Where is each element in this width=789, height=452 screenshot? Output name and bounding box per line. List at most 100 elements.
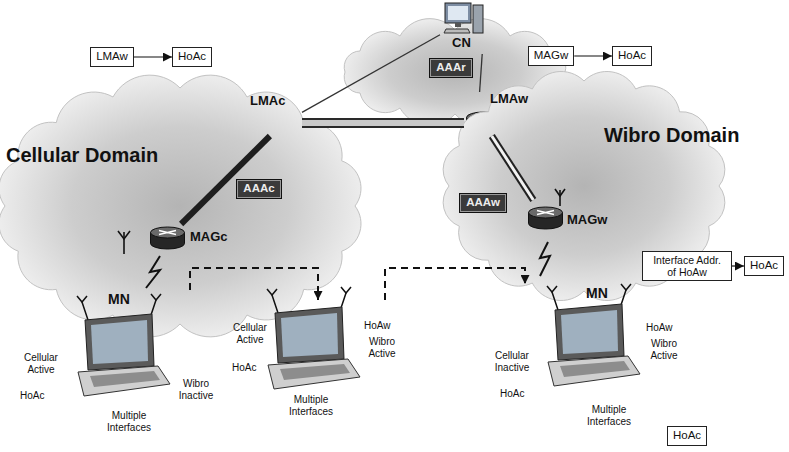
- connector-line: [480, 54, 483, 92]
- laptop-keyboard: [280, 364, 350, 380]
- laptop-icon: [70, 312, 170, 398]
- router-node: MAGw: [526, 200, 618, 240]
- wireless-link: [540, 242, 550, 276]
- node-label: AAAw: [466, 196, 500, 209]
- monitor-stand: [455, 23, 461, 27]
- antenna-head: [621, 284, 631, 290]
- connector: [134, 57, 172, 58]
- node-label: MAGc: [190, 230, 228, 245]
- laptop-icon: [540, 302, 640, 388]
- router-node: MAGc: [148, 224, 235, 252]
- node-label: Multiple Interfaces: [98, 410, 160, 433]
- antenna-mast: [272, 295, 278, 313]
- connector: [302, 35, 440, 113]
- connector-line: [190, 268, 318, 300]
- node-label: Wibro Inactive: [172, 378, 220, 401]
- laptop-base: [78, 366, 170, 396]
- node-label: AAAr: [436, 61, 465, 74]
- connector-line: [181, 136, 270, 224]
- router-top: [151, 227, 185, 238]
- wireless-link: [146, 256, 160, 288]
- node-label: Multiple Interfaces: [280, 394, 342, 417]
- laptop-base: [268, 359, 360, 389]
- node-label: Multiple Interfaces: [578, 404, 640, 427]
- node-label: HoAc: [500, 388, 524, 400]
- laptop-icon: [260, 305, 360, 391]
- node-label: Cellular Inactive: [486, 350, 538, 373]
- node-label: Cellular Active: [226, 322, 274, 345]
- address-box: HoAc: [172, 47, 212, 66]
- node-label: HoAw: [646, 322, 673, 334]
- node-label: AAAc: [243, 182, 274, 195]
- node-label: HoAw: [364, 320, 391, 332]
- antenna-head: [77, 296, 87, 302]
- mobile-node: Cellular ActiveHoAc HoAwWibro ActiveMulti…: [224, 300, 404, 420]
- connector-line: [492, 136, 534, 200]
- domain-cloud: AAAcMAGc Cellular Domain: [0, 74, 362, 336]
- node-label: Wibro Domain: [604, 124, 739, 147]
- connector: [480, 54, 483, 92]
- keyboard: [444, 29, 470, 33]
- computer-tower: [473, 5, 483, 33]
- connector: [574, 56, 612, 57]
- antenna-head: [151, 294, 161, 300]
- connector-line: [302, 118, 464, 128]
- connector: [385, 268, 525, 300]
- node-label: CN: [452, 36, 471, 51]
- laptop-keyboard: [560, 361, 630, 377]
- address-box: Interface Addr. of HoAw: [642, 251, 732, 281]
- aaa-server-box: AAAc: [236, 179, 281, 198]
- node-label: LMAw: [490, 92, 528, 107]
- node-label: HoAc: [232, 362, 256, 374]
- connector-line: [302, 120, 464, 126]
- laptop-screen: [561, 310, 618, 354]
- computer-node: CN: [440, 0, 488, 54]
- connector-line: [574, 55, 612, 56]
- node-label: Wibro Active: [362, 336, 402, 359]
- connector-line: [732, 265, 744, 266]
- antenna-mast: [123, 232, 125, 254]
- router-icon: [150, 226, 185, 250]
- antenna-head: [341, 287, 351, 293]
- mobile-node: MNCellular ActiveHoAcWibro InactiveMulti…: [14, 290, 222, 436]
- antenna-mast: [82, 302, 88, 320]
- laptop-lid: [275, 307, 344, 363]
- aaa-server-box: AAAr: [429, 58, 472, 77]
- antenna-mast: [552, 292, 558, 310]
- node-label: HoAc: [20, 390, 44, 402]
- address-box: HoAc: [667, 426, 707, 445]
- node-label: HoAc: [178, 50, 206, 63]
- node-label: Cellular Active: [16, 352, 66, 375]
- connector: [492, 136, 534, 200]
- antenna-head: [555, 189, 565, 196]
- address-box: HoAc: [744, 256, 784, 275]
- monitor: [445, 3, 471, 23]
- router-icon: [528, 206, 563, 230]
- connector: [190, 268, 318, 300]
- cloud-outline: [0, 75, 361, 337]
- antenna-head: [118, 231, 130, 239]
- router-top: [529, 207, 563, 218]
- connector-line: [492, 136, 534, 200]
- connector-line: [302, 35, 440, 113]
- laptop-screen: [281, 313, 338, 357]
- node-label: MN: [586, 285, 608, 301]
- node-label: HoAc: [618, 49, 646, 62]
- address-box: LMAw: [90, 47, 134, 66]
- computer-icon: [444, 2, 484, 34]
- node-label: Cellular Domain: [6, 144, 158, 167]
- aaa-server-box: AAAw: [459, 193, 507, 212]
- node-label: MAGw: [534, 49, 569, 62]
- laptop-keyboard: [90, 371, 160, 387]
- domain-cloud-shape: [0, 74, 362, 336]
- node-label: LMAw: [96, 50, 128, 63]
- connector-line: [385, 268, 525, 300]
- connector: [302, 123, 464, 124]
- laptop-base: [548, 356, 640, 386]
- monitor-screen: [448, 6, 468, 20]
- connector: [732, 266, 744, 267]
- laptop-lid: [85, 314, 154, 370]
